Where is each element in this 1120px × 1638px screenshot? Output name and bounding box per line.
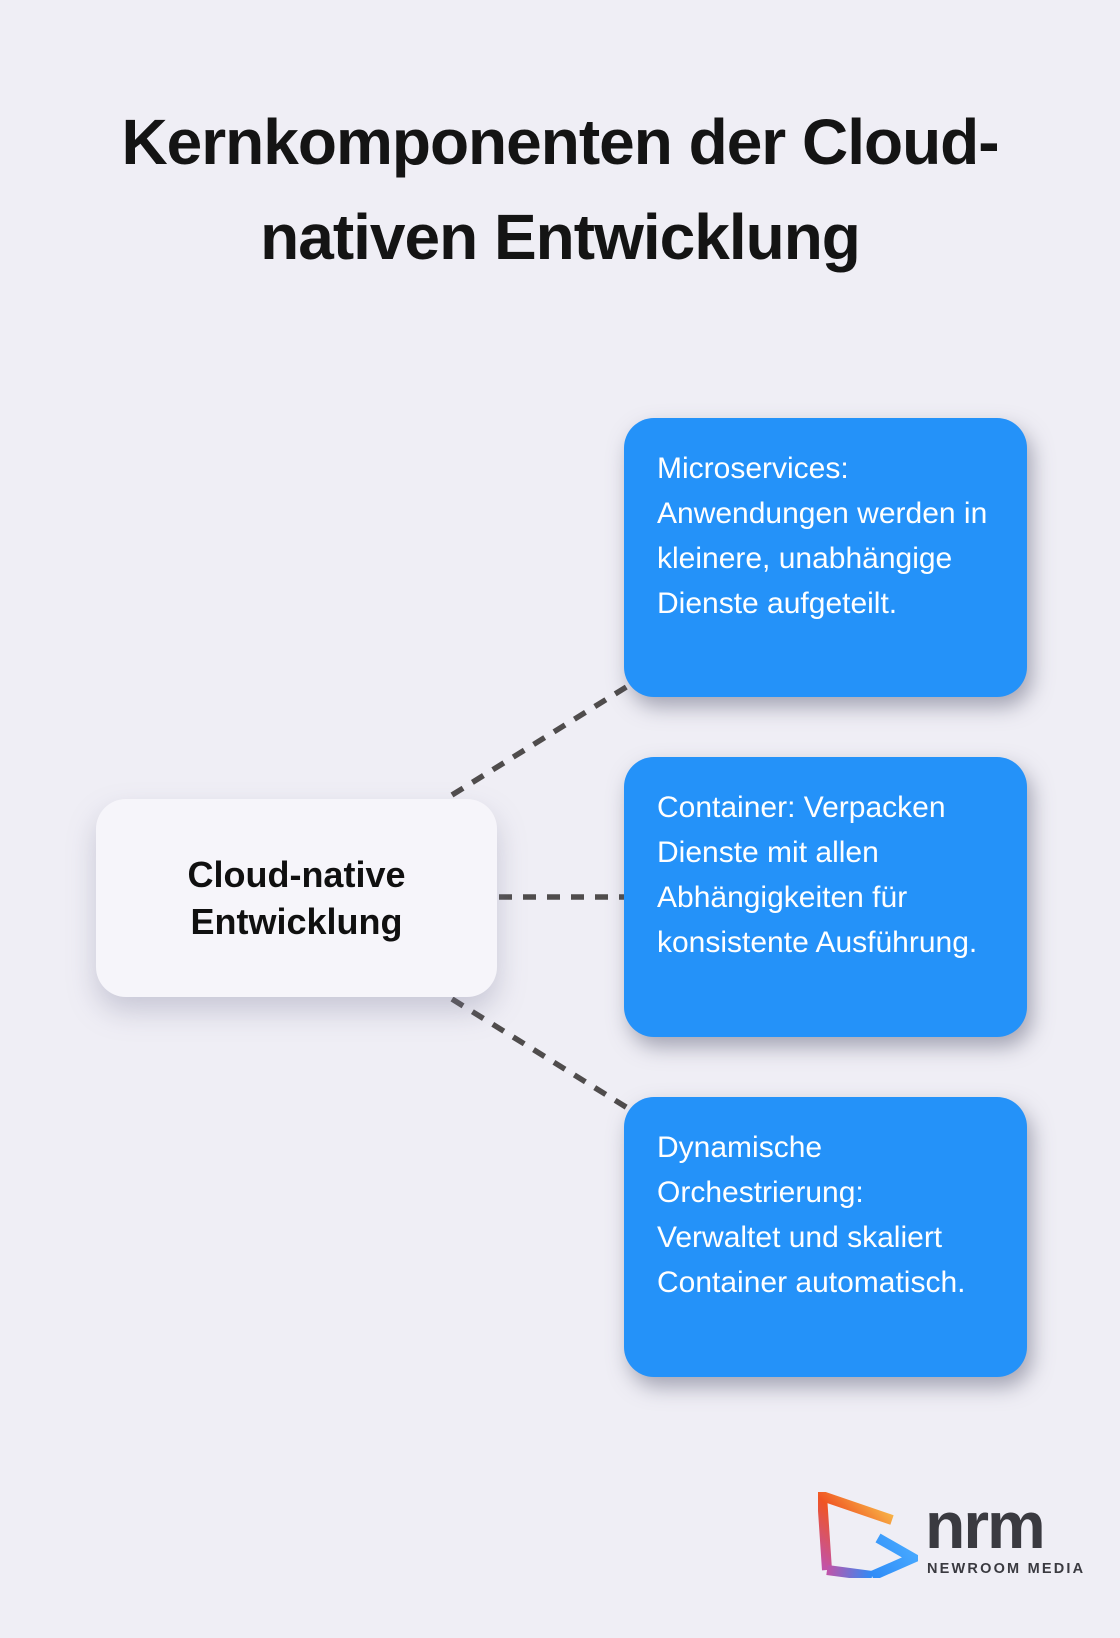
brand-logo: nrm NEWROOM MEDIA [818,1488,1083,1588]
newroom-media-logo-icon [818,1492,918,1578]
branch-node-label: Dynamische Orchestrierung: Verwaltet und… [657,1131,966,1299]
brand-tagline: NEWROOM MEDIA [927,1561,1086,1577]
connector-line-bottom [450,996,636,1115]
central-node-label: Cloud-native Entwicklung [187,854,406,942]
central-node: Cloud-native Entwicklung [96,799,497,997]
connector-line-top [450,678,638,798]
branch-node-container: Container: Verpacken Dienste mit allen A… [624,757,1027,1037]
branch-node-label: Microservices: Anwendungen werden in kle… [657,452,988,620]
branch-node-orchestrierung: Dynamische Orchestrierung: Verwaltet und… [624,1097,1027,1377]
page-title-line-1: Kernkomponenten der Cloud- [121,106,999,178]
page-title: Kernkomponenten der Cloud- nativen Entwi… [0,95,1120,285]
branch-node-microservices: Microservices: Anwendungen werden in kle… [624,418,1027,697]
page-title-line-2: nativen Entwicklung [260,201,861,273]
branch-node-label: Container: Verpacken Dienste mit allen A… [657,791,978,959]
brand-name: nrm [925,1488,1046,1562]
